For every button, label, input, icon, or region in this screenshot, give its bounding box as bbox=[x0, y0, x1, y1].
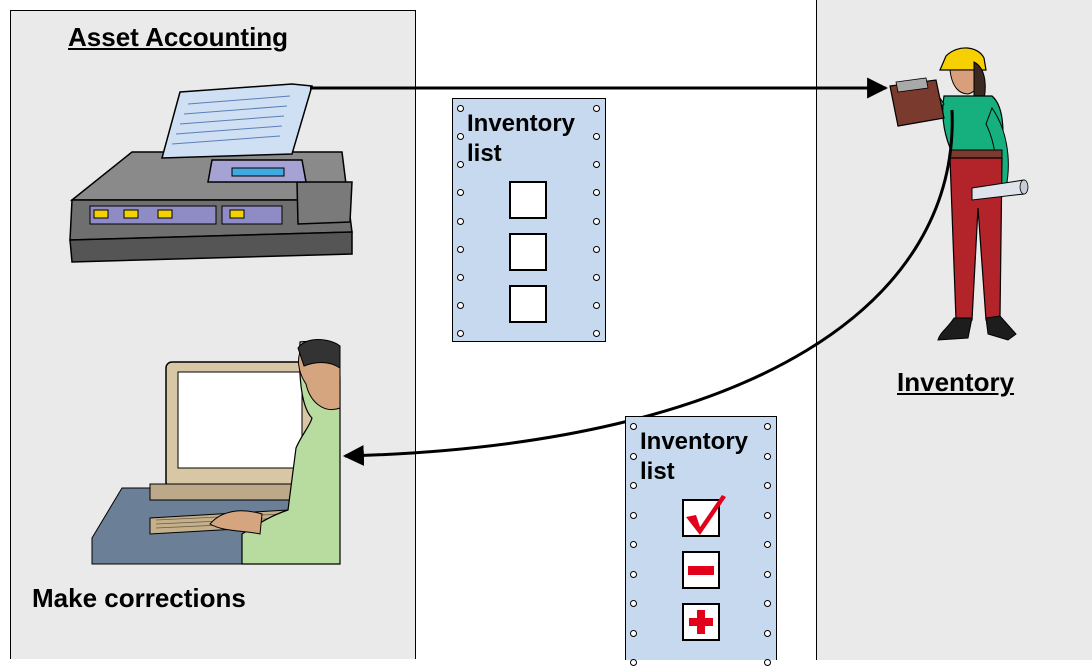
inventory-list-label: Inventory list bbox=[467, 110, 576, 167]
asset-accounting-title: Asset Accounting bbox=[68, 22, 289, 52]
perforation-left bbox=[630, 423, 638, 666]
computer-user-icon bbox=[91, 339, 341, 565]
check-box bbox=[682, 495, 726, 537]
minus-icon bbox=[688, 566, 714, 575]
check-icon bbox=[686, 495, 726, 535]
arrow-to-accounting bbox=[342, 109, 954, 466]
inventory-list-checked: Inventory list bbox=[625, 416, 777, 666]
make-corrections-label: Make corrections bbox=[32, 583, 246, 613]
inventory-title: Inventory bbox=[897, 367, 1015, 397]
inventory-list-label: Inventory list bbox=[640, 428, 749, 485]
minus-box bbox=[682, 551, 720, 589]
blank-box bbox=[509, 181, 547, 219]
inventory-worker-icon bbox=[889, 47, 1029, 341]
inventory-list-blank: Inventory list bbox=[452, 98, 606, 342]
printer-icon bbox=[69, 83, 353, 263]
plus-icon bbox=[689, 610, 713, 634]
blank-box bbox=[509, 233, 547, 271]
perforation-left bbox=[457, 105, 465, 337]
blank-box bbox=[509, 285, 547, 323]
plus-box bbox=[682, 603, 720, 641]
perforation-right bbox=[593, 105, 601, 337]
perforation-right bbox=[764, 423, 772, 666]
